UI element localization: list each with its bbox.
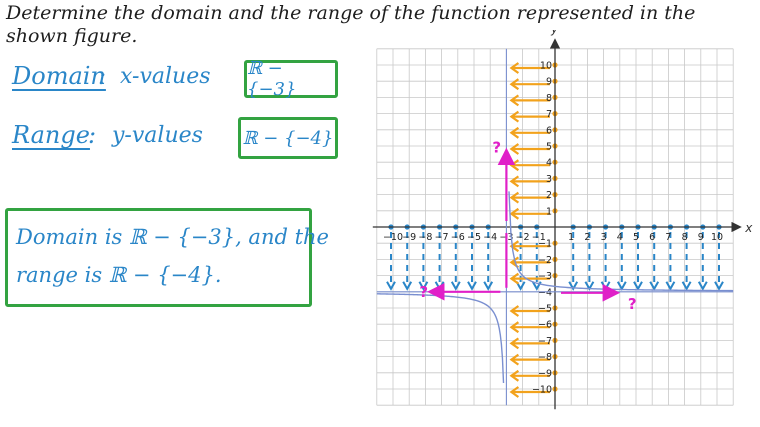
y-tick-label: 2	[546, 190, 552, 201]
domain-arrow-head	[649, 281, 660, 291]
y-tick-label: 3	[546, 174, 552, 185]
domain-box: ℝ − {−3}	[244, 58, 338, 100]
range-colon: :	[88, 121, 97, 149]
range-arrow-head	[509, 272, 520, 285]
range-arrow-head	[509, 353, 520, 366]
y-tick-label: −8	[538, 352, 552, 363]
domain-arrow-head	[483, 281, 494, 291]
y-tick-label: −3	[538, 271, 552, 282]
range-arrow-head	[509, 62, 520, 74]
y-tick-label: −1	[538, 239, 552, 250]
y-tick-label: −10	[532, 385, 552, 396]
answer-box: Domain is ℝ − {−3}, and the range is ℝ −…	[5, 208, 329, 307]
x-tick-label: 5	[633, 232, 639, 243]
domain-arrow-head	[434, 281, 445, 291]
domain-arrow-head	[450, 281, 461, 291]
range-arrow-head	[509, 207, 520, 220]
x-tick-label: 4	[617, 232, 623, 243]
x-axis-label: x	[744, 221, 753, 235]
curve-left-branch	[376, 293, 505, 384]
x-tick-label: −1	[532, 232, 546, 243]
y-tick-label: 6	[546, 125, 552, 136]
x-tick-label: 6	[649, 232, 655, 243]
x-tick-label: −10	[383, 232, 403, 243]
y-tick-label: 10	[540, 61, 552, 72]
range-desc: y-values	[112, 123, 203, 148]
question-mark-top: ?	[492, 138, 501, 156]
domain-box-text: ℝ − {−3}	[247, 58, 297, 100]
range-arrow-head	[509, 337, 520, 350]
domain-arrow-head	[633, 281, 643, 291]
x-tick-label: −7	[435, 232, 449, 243]
range-arrow-head	[509, 175, 520, 188]
x-tick-label: 7	[665, 232, 671, 243]
y-tick-label: 9	[546, 77, 552, 88]
range-arrow-head	[509, 386, 520, 398]
curve-right-branch	[508, 191, 734, 292]
range-arrow-head	[509, 240, 520, 253]
x-tick-label: −6	[451, 232, 465, 243]
range-arrow-head	[509, 159, 520, 172]
domain-arrow-head	[714, 281, 724, 291]
y-tick-label: 8	[546, 93, 552, 104]
range-box-text: ℝ − {−4}	[242, 127, 334, 149]
x-tick-label: 2	[584, 232, 590, 243]
range-arrow-head	[509, 78, 520, 91]
y-tick-label: 1	[546, 206, 552, 217]
domain-arrow-head	[386, 281, 396, 291]
y-tick-label: 7	[546, 109, 552, 120]
domain-arrow-head	[418, 281, 429, 291]
x-tick-label: 9	[698, 232, 704, 243]
range-label: Range	[12, 121, 90, 149]
range-arrow-head	[509, 110, 520, 123]
domain-arrow-head	[600, 281, 611, 291]
range-box: ℝ − {−4}	[238, 117, 338, 159]
x-tick-label: −5	[467, 232, 481, 243]
range-arrow-head	[509, 191, 520, 204]
x-tick-label: −4	[483, 232, 497, 243]
x-tick-label: 10	[711, 232, 723, 243]
domain-arrow-head	[681, 281, 692, 291]
domain-label: Domain	[12, 62, 106, 90]
answer-line-2: range is ℝ − {−4}.	[16, 263, 222, 287]
question-text: Determine the domain and the range of th…	[6, 2, 696, 47]
domain-arrow-head	[665, 281, 676, 291]
y-tick-label: −9	[538, 368, 552, 379]
range-arrow-head	[509, 126, 520, 139]
question-mark-right: ?	[628, 295, 637, 313]
domain-arrow-head	[584, 281, 595, 291]
range-arrow-head	[509, 94, 520, 107]
y-tick-label: −7	[538, 336, 552, 347]
x-tick-label: 3	[601, 232, 607, 243]
domain-arrow-head	[697, 281, 708, 291]
x-tick-label: −2	[516, 232, 530, 243]
domain-row: Domain : x-values ℝ − {−3}	[12, 58, 342, 100]
y-tick-label: −5	[538, 304, 552, 315]
range-arrow-head	[509, 305, 520, 317]
x-tick-label: 8	[682, 232, 688, 243]
range-arrow-head	[509, 369, 520, 382]
function-graph: xy−10−9−8−7−6−5−4−3−2−112345678910109876…	[372, 30, 753, 410]
question-mark-left: ?	[419, 283, 428, 301]
y-tick-label: −6	[538, 320, 552, 331]
y-tick-label: 5	[546, 142, 552, 153]
range-row: Range : y-values ℝ − {−4}	[12, 117, 342, 159]
y-tick-label: −4	[538, 287, 552, 298]
x-tick-label: −9	[402, 232, 416, 243]
domain-colon: :	[98, 62, 107, 90]
range-arrow-head	[509, 321, 520, 334]
answer-line-1: Domain is ℝ − {−3}, and the	[16, 225, 329, 249]
y-tick-label: 4	[546, 158, 552, 169]
domain-arrow-head	[616, 281, 627, 291]
domain-arrow-head	[568, 281, 579, 291]
y-tick-label: −2	[538, 255, 552, 266]
domain-desc: x-values	[120, 64, 211, 89]
x-tick-label: −8	[418, 232, 432, 243]
y-axis-label: y	[550, 30, 559, 36]
x-tick-label: 1	[568, 232, 574, 243]
domain-arrow-head	[467, 281, 477, 291]
domain-arrow-head	[402, 281, 413, 291]
